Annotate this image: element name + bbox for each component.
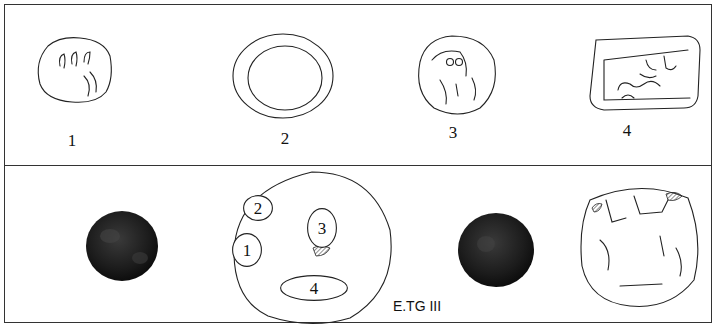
hatch-mark	[592, 204, 602, 213]
divider	[5, 165, 712, 166]
photo-shade	[132, 252, 148, 264]
seal-mark	[447, 59, 454, 66]
object-photo	[86, 211, 158, 281]
ring-sketch	[233, 34, 333, 118]
figure-number: 2	[281, 130, 290, 147]
seal-face	[604, 50, 690, 100]
seal-mark	[84, 76, 89, 96]
object-caption: E.TG III	[393, 299, 441, 313]
hatch-mark	[666, 192, 682, 200]
seal-sketch	[590, 36, 700, 110]
seal-mark	[90, 72, 96, 92]
area-number: 2	[254, 200, 263, 217]
frame	[5, 5, 712, 323]
ring-inner	[248, 46, 322, 110]
seal-mark	[60, 54, 66, 68]
object-mark	[600, 196, 681, 286]
object-outline	[581, 188, 698, 306]
seal-sketch	[419, 36, 496, 114]
seal-mark	[456, 59, 463, 66]
area-number: 3	[318, 220, 327, 237]
area-number: 4	[310, 280, 319, 297]
figure-number: 4	[623, 122, 632, 139]
marked-area: 4	[280, 275, 348, 301]
seal-mark	[84, 52, 90, 64]
figure-number: 3	[449, 124, 458, 141]
photo-shade	[100, 229, 120, 243]
marked-area: 2	[243, 195, 273, 221]
photo-shade	[477, 236, 495, 252]
seal-mark	[72, 52, 78, 66]
marked-area: 3	[307, 208, 337, 248]
object-photo	[458, 213, 534, 287]
seal-mark	[618, 56, 676, 98]
seal-sketch	[38, 38, 111, 103]
seal-mark	[432, 51, 476, 104]
marked-area: 1	[232, 233, 262, 267]
area-number: 1	[243, 242, 252, 259]
figure-number: 1	[68, 132, 77, 149]
